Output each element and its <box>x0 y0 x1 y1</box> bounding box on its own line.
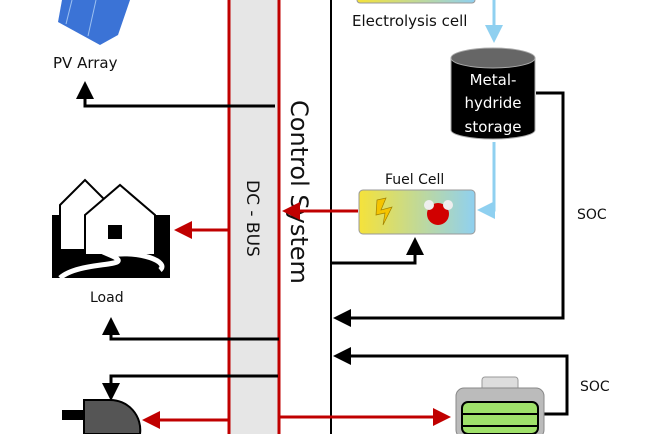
soc-battery-label: SOC <box>580 379 610 395</box>
storage-label-1: Metal- <box>470 71 517 89</box>
metal-hydride-storage-icon <box>450 47 536 140</box>
load-houses-icon <box>52 178 170 281</box>
pv-control-arrow <box>76 81 275 108</box>
pv-array-icon <box>58 0 130 45</box>
storage-soc-arrow <box>333 91 565 327</box>
grid-control-arrow <box>102 374 278 401</box>
dc-bus-label: DC - BUS <box>242 180 262 257</box>
electrolysis-cell-box <box>356 0 476 4</box>
dc-bus-band <box>229 0 278 434</box>
battery-soc-arrow <box>333 347 569 416</box>
fuel-cell-control-arrow <box>331 237 424 265</box>
storage-label-3: storage <box>465 118 522 136</box>
load-control-arrow <box>102 317 279 341</box>
battery-icon <box>455 376 545 434</box>
pv-array-label: PV Array <box>53 54 118 72</box>
hydrogen-arrow-to-fuel-cell <box>477 142 496 219</box>
control-system-label: Control System <box>285 100 313 284</box>
fuel-cell-icon <box>358 189 476 235</box>
load-label: Load <box>90 290 124 306</box>
storage-label-2: hydride <box>465 94 522 112</box>
electrolysis-cell-label: Electrolysis cell <box>352 12 467 30</box>
soc-hydride-label: SOC <box>577 207 607 223</box>
fuel-cell-label: Fuel Cell <box>385 172 444 188</box>
plug-icon <box>62 398 142 434</box>
